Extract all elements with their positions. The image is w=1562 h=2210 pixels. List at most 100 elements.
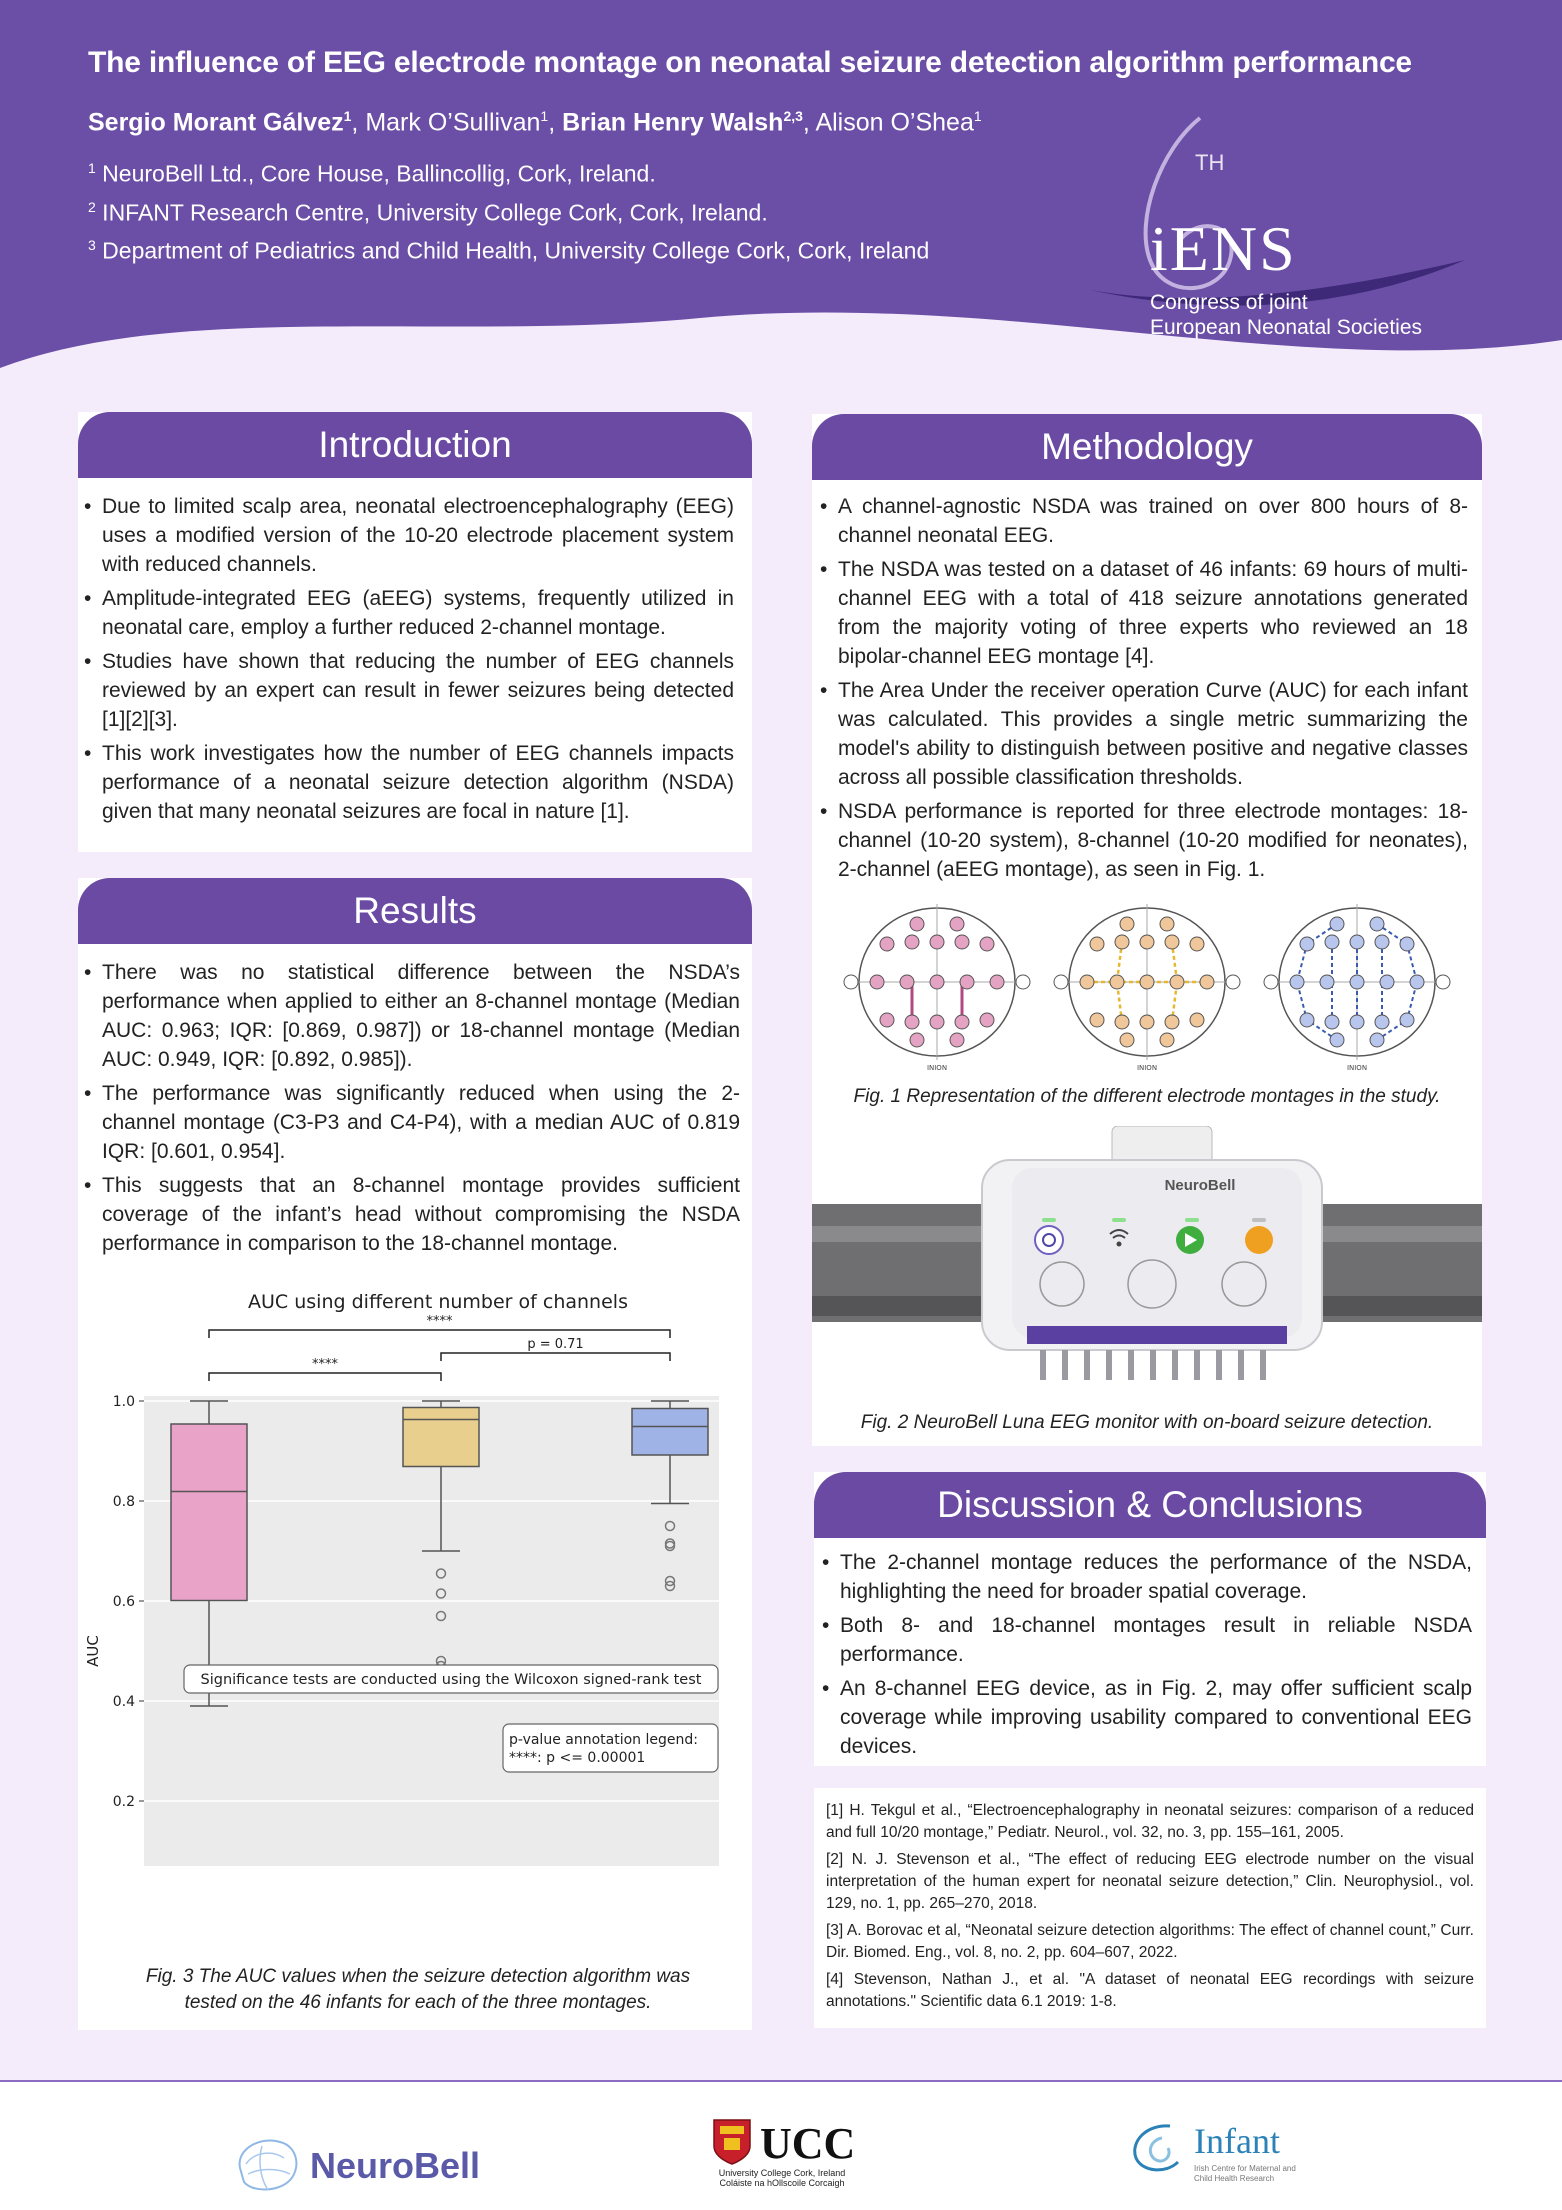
congress-logo-name: iENS	[1150, 213, 1297, 284]
neurobell-logo-text: NeuroBell	[310, 2145, 481, 2186]
electrode-marker	[1399, 936, 1415, 952]
ucc-subtitle-line1: University College Cork, Ireland	[718, 2168, 846, 2178]
introduction-bullets: Due to limited scalp area, neonatal elec…	[84, 492, 734, 831]
poster-title: The influence of EEG electrode montage o…	[88, 46, 1412, 79]
electrode-marker	[1139, 934, 1155, 950]
author-name: Mark O’Sullivan	[365, 108, 541, 137]
inion-label: INION	[1137, 1064, 1157, 1072]
author-affiliation-mark: 2,3	[783, 108, 803, 124]
ear-electrode	[1225, 974, 1241, 990]
inion-label: INION	[1347, 1064, 1367, 1072]
references-list: [1] H. Tekgul et al., “Electroencephalog…	[826, 1800, 1474, 2018]
significance-bracket	[208, 1329, 671, 1338]
bullet-item: The NSDA was tested on a dataset of 46 i…	[820, 555, 1468, 671]
electrode-marker	[904, 934, 920, 950]
electrode-marker	[1119, 1032, 1135, 1048]
electrode-marker	[1299, 936, 1315, 952]
electrode-marker	[1159, 916, 1175, 932]
auc-boxplot-chart: AUC using different number of channels 0.…	[84, 1291, 719, 1866]
electrode-marker	[1159, 1032, 1175, 1048]
author-list: Sergio Morant Gálvez1, Mark O’Sullivan1,…	[88, 108, 982, 137]
electrode-marker	[1189, 1012, 1205, 1028]
electrode-marker	[929, 1014, 945, 1030]
box-iqr	[631, 1407, 709, 1456]
electrode-marker	[1329, 916, 1345, 932]
significance-bracket	[208, 1372, 442, 1381]
electrode-marker	[1164, 1014, 1180, 1030]
fig1-caption: Fig. 1 Representation of the different e…	[853, 1086, 1441, 1107]
footer-logos: NeuroBell UCC University College Cork, I…	[0, 2082, 1562, 2210]
electrode-marker	[1369, 916, 1385, 932]
electrode-marker	[959, 974, 975, 990]
montage-head-2: NASIONINION	[1263, 902, 1451, 1072]
affiliation-line: 1 NeuroBell Ltd., Core House, Ballincoll…	[88, 152, 929, 191]
methodology-bullets: A channel-agnostic NSDA was trained on o…	[820, 492, 1468, 889]
reference-item: [4] Stevenson, Nathan J., et al. "A data…	[826, 1971, 1474, 2010]
bullet-item: An 8-channel EEG device, as in Fig. 2, m…	[822, 1674, 1472, 1761]
electrode-marker	[1299, 1012, 1315, 1028]
electrode-marker	[1349, 934, 1365, 950]
montage-head-0: NASIONINION	[843, 902, 1031, 1072]
electrode-marker	[909, 1032, 925, 1048]
reference-item: [2] N. J. Stevenson et al., “The effect …	[826, 1851, 1474, 1912]
affiliation-number: 2	[88, 198, 96, 215]
neurobell-device-image: NeuroBell	[812, 1126, 1482, 1380]
electrode-marker	[979, 936, 995, 952]
electrode-marker	[869, 974, 885, 990]
infant-logo-text: Infant	[1194, 2121, 1280, 2161]
bullet-item: Both 8- and 18-channel montages result i…	[822, 1611, 1472, 1669]
electrode-marker	[954, 1014, 970, 1030]
electrode-marker	[1114, 1014, 1130, 1030]
y-tick-label: 0.4	[113, 1694, 135, 1710]
box-outlier	[435, 1588, 447, 1599]
header-background	[0, 0, 1562, 368]
electrode-marker	[1399, 1012, 1415, 1028]
congress-logo-subtitle: Congress of joint European Neonatal Soci…	[1150, 290, 1422, 340]
electrode-marker	[899, 974, 915, 990]
neurobell-logo: NeuroBell	[232, 2134, 480, 2198]
electrode-marker	[929, 974, 945, 990]
electrode-marker	[1079, 974, 1095, 990]
y-tick-label: 0.2	[113, 1794, 135, 1810]
box-outlier	[664, 1575, 676, 1587]
ucc-logo-subtitle: University College Cork, Ireland Coláist…	[712, 2168, 852, 2188]
nasion-label: NASION	[923, 902, 950, 904]
significance-bracket	[440, 1352, 671, 1361]
significance-label: p = 0.71	[527, 1337, 583, 1352]
y-tick-label: 0.6	[113, 1594, 135, 1610]
fig3-caption: Fig. 3 The AUC values when the seizure d…	[145, 1966, 691, 2013]
electrode-marker	[1329, 1032, 1345, 1048]
bullet-item: Amplitude-integrated EEG (aEEG) systems,…	[84, 584, 734, 642]
electrode-marker	[1089, 936, 1105, 952]
electrode-marker	[1374, 934, 1390, 950]
congress-subtitle-line2: European Neonatal Societies	[1150, 316, 1423, 339]
electrode-marker	[1114, 934, 1130, 950]
box-outlier	[435, 1610, 447, 1622]
affiliation-number: 1	[88, 160, 96, 176]
ucc-subtitle-line2: Coláiste na hOllscoile Corcaigh	[719, 2178, 845, 2188]
device-brand-label: NeuroBell	[1165, 1177, 1236, 1194]
introduction-heading: Introduction	[78, 412, 752, 478]
bullet-item: NSDA performance is reported for three e…	[820, 797, 1468, 884]
methodology-heading: Methodology	[812, 414, 1482, 480]
bullet-item: A channel-agnostic NSDA was trained on o…	[820, 492, 1468, 550]
reference-item: [1] H. Tekgul et al., “Electroencephalog…	[826, 1802, 1474, 1841]
electrode-marker	[929, 934, 945, 950]
congress-logo-suffix: TH	[1195, 150, 1225, 175]
electrode-marker	[1289, 974, 1305, 990]
electrode-marker	[1189, 936, 1205, 952]
electrode-marker	[1374, 1014, 1390, 1030]
results-heading: Results	[78, 878, 752, 944]
wilcoxon-note: Significance tests are conducted using t…	[201, 1672, 702, 1688]
electrode-marker	[989, 974, 1005, 990]
ear-electrode	[1053, 974, 1069, 990]
discussion-heading: Discussion & Conclusions	[814, 1472, 1486, 1538]
affiliation-text: NeuroBell Ltd., Core House, Ballincollig…	[95, 160, 656, 187]
electrode-marker	[1324, 934, 1340, 950]
chart-title: AUC using different number of channels	[248, 1291, 628, 1313]
electrode-marker	[1349, 974, 1365, 990]
bullet-item: This suggests that an 8-channel montage …	[84, 1171, 740, 1258]
reference-item: [3] A. Borovac et al, “Neonatal seizure …	[826, 1922, 1474, 1961]
introduction-card: Introduction Due to limited scalp area, …	[78, 412, 752, 852]
electrode-marker	[954, 934, 970, 950]
